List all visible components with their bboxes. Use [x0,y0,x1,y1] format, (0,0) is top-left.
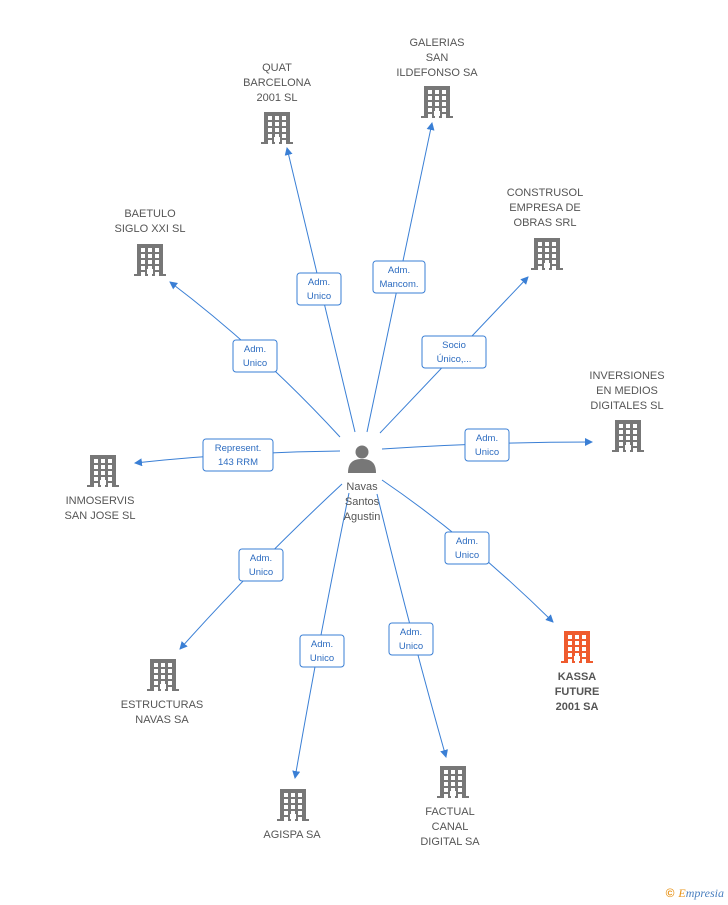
edge-label-text: Adm. [476,433,498,444]
edge-label-estructuras[interactable]: Adm. Unico [238,548,284,582]
node-agispa[interactable]: AGISPA SA [263,789,321,841]
node-label: ILDEFONSO SA [396,67,478,79]
node-label: QUAT [262,62,292,74]
building-icon [531,238,563,270]
node-label: CONSTRUSOL [507,187,583,199]
edge-label-text: Unico [243,358,267,369]
edge-label-text: Adm. [311,639,333,650]
node-galerias[interactable]: GALERIAS SAN ILDEFONSO SA [396,37,478,118]
node-inversiones[interactable]: INVERSIONES EN MEDIOS DIGITALES SL [589,370,665,452]
node-label: DIGITALES SL [590,400,663,412]
node-label: AGISPA SA [263,829,321,841]
edge-label-text: Adm. [250,553,272,564]
edge-label-text: Represent. [215,443,261,454]
building-icon [561,631,593,663]
edge-label-baetulo[interactable]: Adm. Unico [232,339,278,373]
brand-initial: E [678,886,686,900]
brand-rest: mpresia [685,886,724,900]
node-label: ESTRUCTURAS [121,699,204,711]
center-label: Agustin [344,511,381,523]
node-inmoservis[interactable]: INMOSERVIS SAN JOSE SL [65,455,136,522]
edge-label-inmoservis[interactable]: Represent. 143 RRM [202,438,274,472]
node-label: 2001 SA [556,701,599,713]
node-baetulo[interactable]: BAETULO SIGLO XXI SL [115,208,186,276]
node-label: BAETULO [124,208,176,220]
node-label: 2001 SL [257,92,298,104]
building-icon [437,766,469,798]
node-label: FACTUAL [425,806,475,818]
node-label: SIGLO XXI SL [115,223,186,235]
building-icon [261,112,293,144]
node-label: INVERSIONES [589,370,664,382]
node-factual[interactable]: FACTUAL CANAL DIGITAL SA [420,766,480,848]
edge-label-factual[interactable]: Adm. Unico [388,622,434,656]
edge-label-text: Adm. [388,265,410,276]
edge-label-agispa[interactable]: Adm. Unico [299,634,345,668]
footer-brand: ©Empresia [666,886,724,901]
edge-label-text: 143 RRM [218,457,258,468]
copyright-symbol: © [665,886,675,900]
edge-label-text: Unico [475,447,499,458]
edge-label-text: Socio [442,340,466,351]
node-quat[interactable]: QUAT BARCELONA 2001 SL [243,62,312,144]
node-estructuras[interactable]: ESTRUCTURAS NAVAS SA [121,659,204,726]
brand-logo: Empresia [678,886,724,900]
center-label: Santos [345,496,380,508]
edge-label-text: Unico [307,291,331,302]
center-label: Navas [346,481,378,493]
node-label: EMPRESA DE [509,202,581,214]
node-label: BARCELONA [243,77,312,89]
node-label: DIGITAL SA [420,836,480,848]
person-icon [348,445,376,473]
node-label: OBRAS SRL [514,217,577,229]
edge-label-inversiones[interactable]: Adm. Unico [464,428,510,462]
node-label: SAN JOSE SL [65,510,136,522]
edge-label-galerias[interactable]: Adm. Mancom. [372,260,426,294]
edge-labels-layer: Adm.UnicoAdm.Mancom.Adm.UnicoSocioÚnico,… [202,260,510,668]
edge-label-text: Unico [455,550,479,561]
node-label: CANAL [432,821,469,833]
edge-label-construsol[interactable]: SocioÚnico,... [421,335,487,369]
edge-label-kassa[interactable]: Adm. Unico [444,531,490,565]
node-label: SAN [426,52,449,64]
nodes-layer: QUAT BARCELONA 2001 SL GALERIAS SAN ILDEFONSO… [65,37,665,848]
edge-label-text: Unico [310,653,334,664]
building-icon [147,659,179,691]
building-icon [134,244,166,276]
edge-label-text: Único,... [437,354,472,365]
edge-label-quat[interactable]: Adm. Unico [296,272,342,306]
node-label: EN MEDIOS [596,385,658,397]
node-kassa[interactable]: KASSA FUTURE 2001 SA [555,631,600,713]
building-icon [612,420,644,452]
edge-label-text: Unico [399,641,423,652]
edge-label-text: Adm. [308,277,330,288]
node-label: KASSA [558,671,597,683]
edge-label-text: Unico [249,567,273,578]
edge-label-text: Adm. [400,627,422,638]
building-icon [421,86,453,118]
node-label: FUTURE [555,686,600,698]
node-label: INMOSERVIS [66,495,135,507]
building-icon [277,789,309,821]
node-label: GALERIAS [409,37,464,49]
edge-label-text: Adm. [244,344,266,355]
edge-label-text: Adm. [456,536,478,547]
node-label: NAVAS SA [135,714,189,726]
node-construsol[interactable]: CONSTRUSOL EMPRESA DE OBRAS SRL [507,187,583,270]
edge-label-text: Mancom. [379,279,418,290]
building-icon [87,455,119,487]
